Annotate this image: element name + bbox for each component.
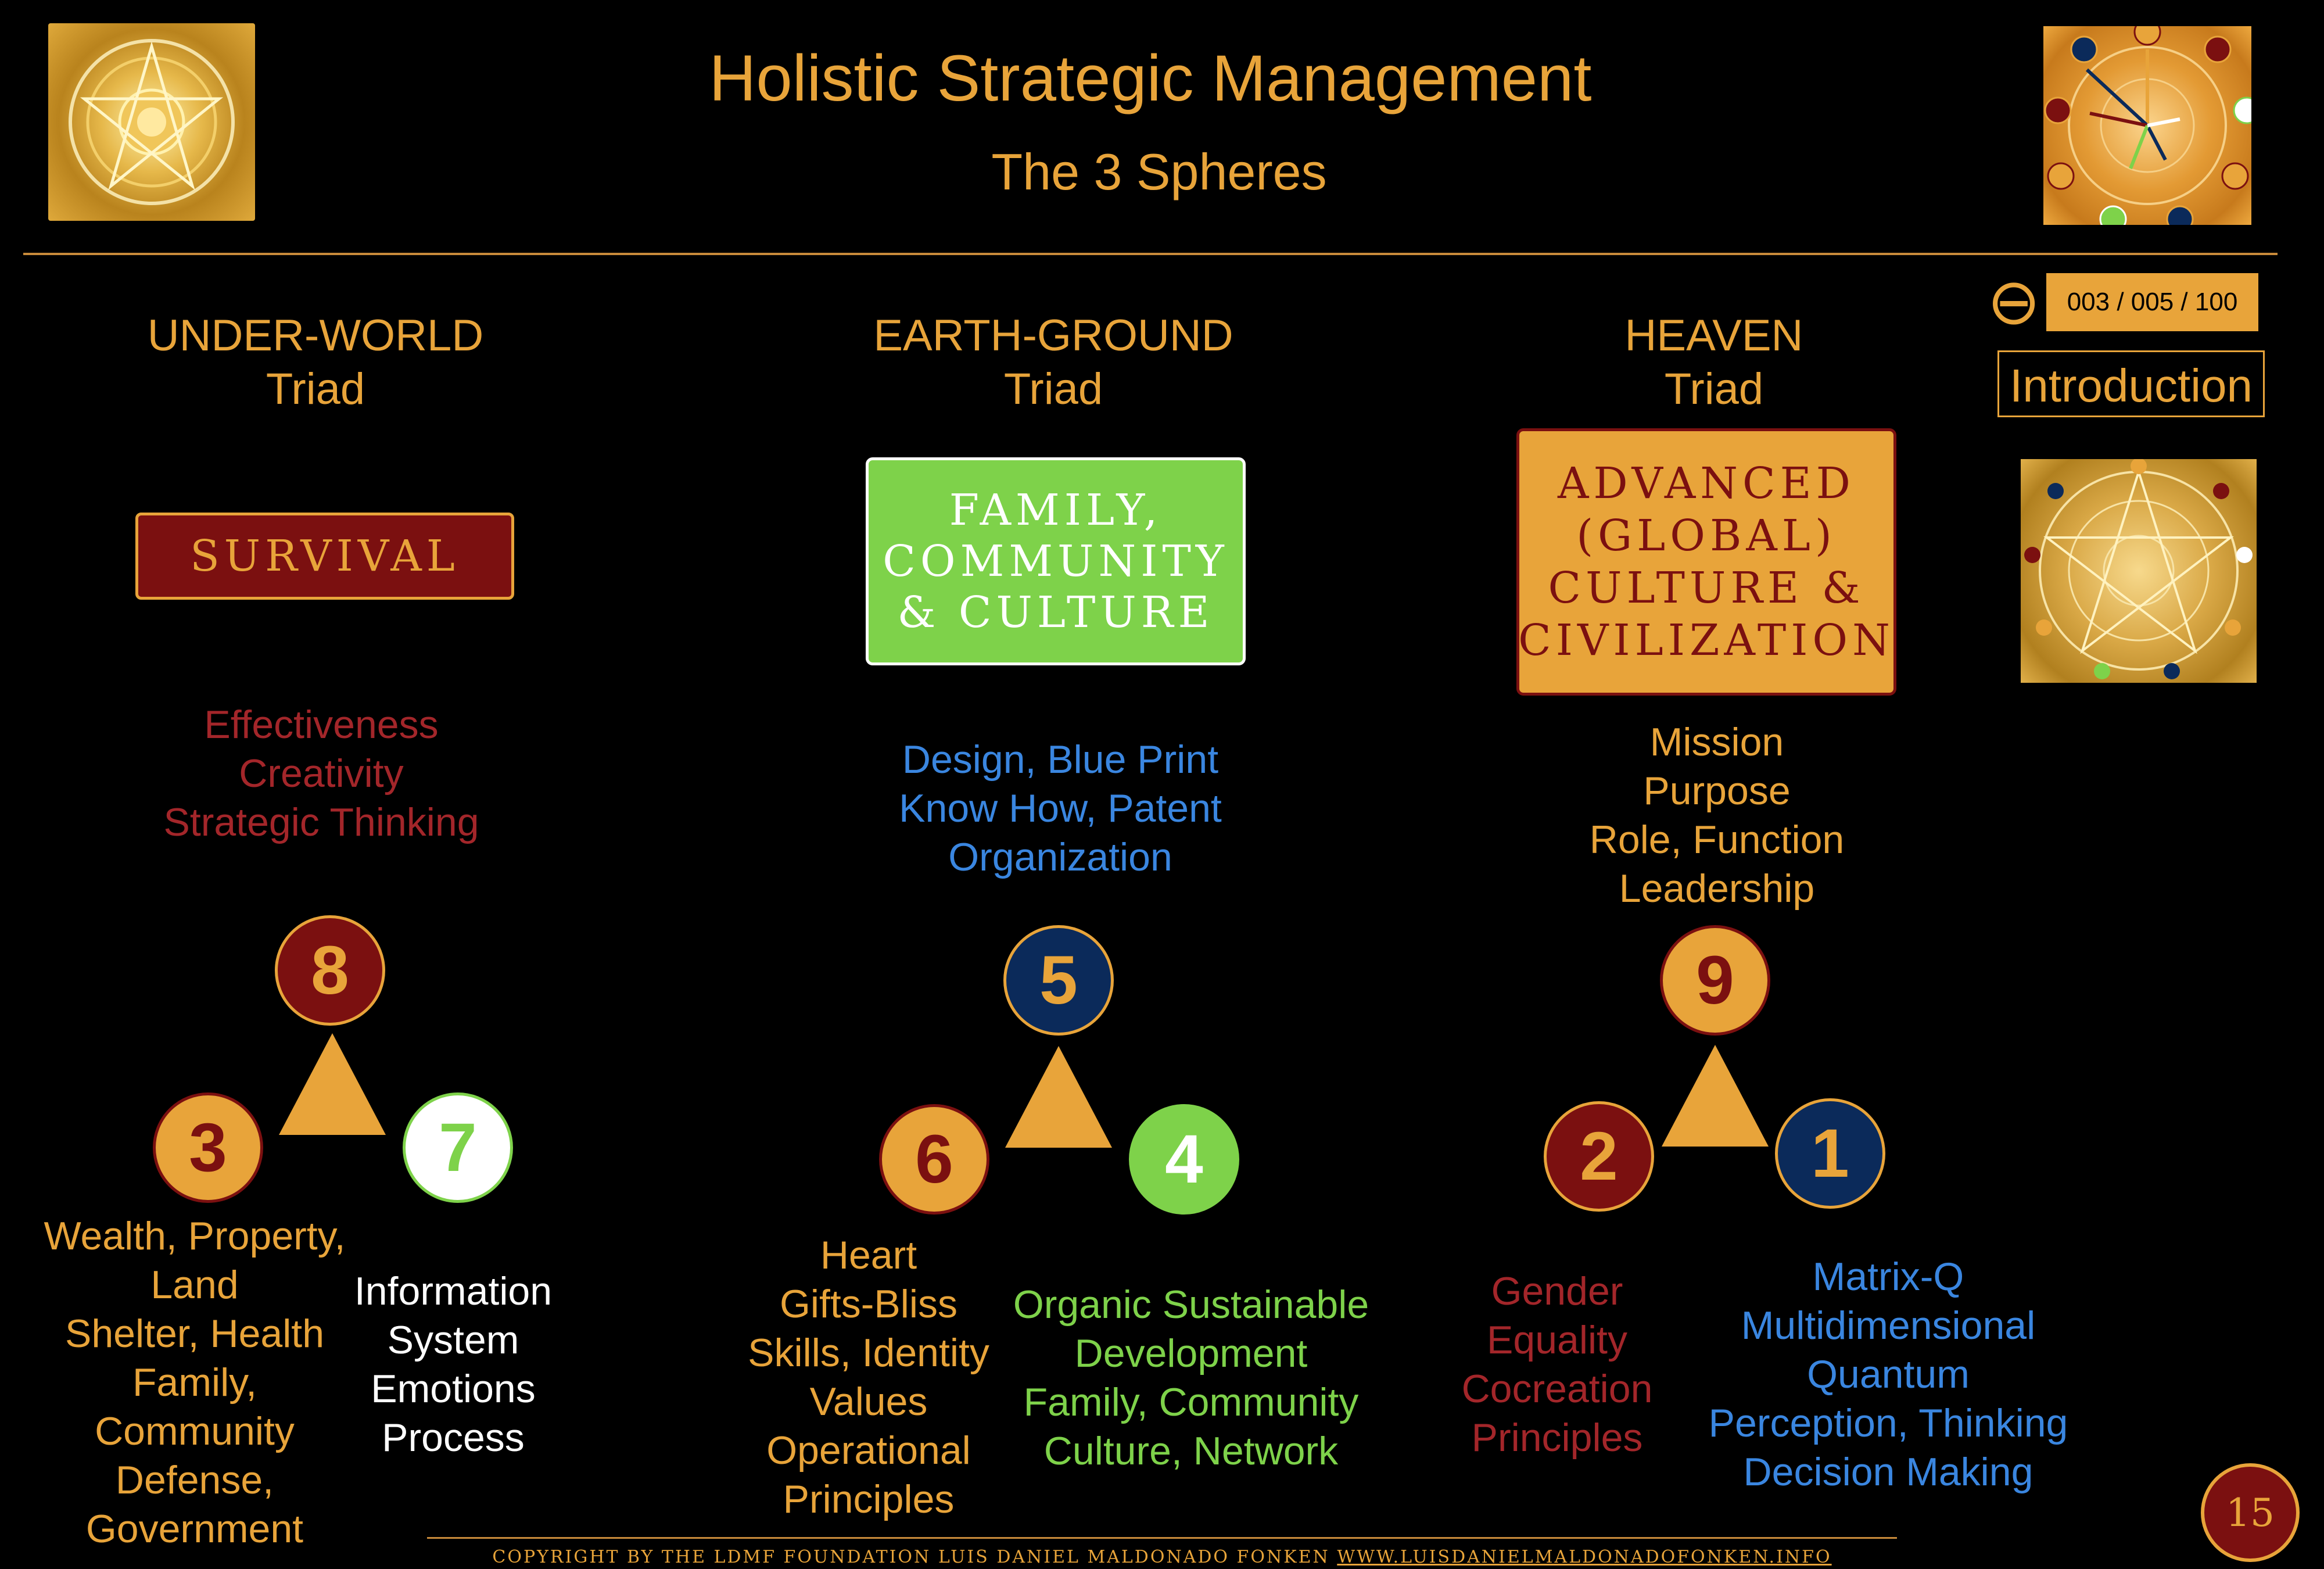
family-community-culture-box: FAMILY, COMMUNITY & CULTURE [866,457,1246,665]
description-line: Principles [783,1477,955,1521]
number-2-description: Gender Equality Cocreation Principles [1441,1267,1673,1462]
heaven-heading: HEAVEN Triad [1511,309,1917,416]
number-5-circle: 5 [1003,925,1114,1036]
website-link[interactable]: WWW.LUISDANIELMALDONADOFONKEN.INFO [1337,1547,1832,1567]
copyright-footer: COPYRIGHT BY THE LDMF FOUNDATION LUIS DA… [0,1547,2324,1567]
description-line: Operational [766,1428,971,1473]
underworld-heading-subtitle: Triad [266,364,365,414]
underworld-heading-title: UNDER-WORLD [147,311,484,360]
footer-divider [427,1537,1897,1539]
description-line: Emotions [371,1367,536,1411]
underworld-heading: UNDER-WORLD Triad [112,309,519,416]
description-line: Gender [1491,1269,1623,1313]
description-line: Cocreation [1461,1367,1653,1411]
number-1-circle: 1 [1775,1098,1885,1209]
earthground-heading: EARTH-GROUND Triad [850,309,1257,416]
theta-symbol-icon[interactable]: ⊖ [1987,264,2041,339]
description-line: Quantum [1807,1352,1970,1396]
copyright-text: COPYRIGHT BY THE LDMF FOUNDATION LUIS DA… [492,1547,1330,1567]
description-line: Shelter, Health [64,1312,325,1356]
page-title: Holistic Strategic Management [709,42,1592,114]
description-line: Principles [1471,1416,1643,1460]
description-line: Culture, Network [1043,1429,1339,1473]
quality-item: Organization [948,835,1172,879]
description-line: Family, Community [1023,1380,1359,1424]
number-6-circle: 6 [879,1104,989,1215]
number-8-circle: 8 [275,915,385,1026]
advanced-global-culture-box: ADVANCED (GLOBAL) CULTURE & CIVILIZATION [1516,428,1896,696]
description-line: Decision Making [1743,1450,2033,1494]
quality-item: Know How, Patent [899,786,1222,830]
box-line: COMMUNITY [883,536,1229,586]
description-line: Process [382,1416,525,1460]
number-4-circle: 4 [1129,1104,1239,1215]
quality-item: Purpose [1643,769,1791,813]
description-line: Defense, [115,1458,274,1502]
heaven-heading-title: HEAVEN [1624,311,1803,360]
triad-triangle-icon [1005,1046,1112,1148]
description-line: System [387,1318,519,1362]
box-line: & CULTURE [897,588,1214,637]
description-line: Perception, Thinking [1708,1401,2068,1445]
description-line: Multidimensional [1741,1303,2036,1348]
description-line: Heart [820,1233,917,1277]
description-line: Community [95,1409,295,1453]
quality-item: Creativity [239,751,404,796]
earthground-qualities: Design, Blue Print Know How, Patent Orga… [828,735,1293,882]
description-line: Organic Sustainable [1013,1283,1369,1327]
description-line: Family, [132,1360,257,1405]
enneagram-logo-icon [48,23,255,221]
triad-triangle-icon [1662,1045,1769,1147]
number-1-description: Matrix-Q Multidimensional Quantum Percep… [1685,1252,2092,1496]
description-line: Development [1074,1331,1308,1375]
number-7-circle: 7 [403,1092,513,1203]
quality-item: Strategic Thinking [163,800,479,844]
quality-item: Effectiveness [204,703,439,747]
page-counter[interactable]: 003 / 005 / 100 [2046,273,2258,331]
earthground-heading-subtitle: Triad [1003,364,1103,414]
number-9-circle: 9 [1660,925,1770,1036]
number-4-description: Organic Sustainable Development Family, … [959,1280,1423,1475]
description-line: Gifts-Bliss [780,1282,957,1326]
quality-item: Leadership [1619,866,1815,911]
triad-triangle-icon [279,1033,386,1135]
box-line: ADVANCED [1557,458,1856,508]
description-line: Equality [1487,1318,1627,1362]
number-3-circle: 3 [153,1092,263,1203]
number-2-circle: 2 [1544,1101,1654,1212]
heaven-heading-subtitle: Triad [1664,364,1764,414]
underworld-qualities: Effectiveness Creativity Strategic Think… [89,700,554,847]
earthground-heading-title: EARTH-GROUND [873,311,1233,360]
header-divider [23,253,2278,255]
box-line: CULTURE & [1548,563,1865,613]
enneagram-star-thumbnail-icon[interactable] [2021,458,2257,683]
description-line: Skills, Identity [748,1331,989,1375]
enneagram-compass-icon[interactable] [2043,18,2261,233]
number-6-description: Heart Gifts-Bliss Skills, Identity Value… [694,1231,1043,1524]
box-line: (GLOBAL) [1576,511,1837,561]
box-line: CIVILIZATION [1518,615,1895,665]
description-line: Government [85,1507,304,1551]
number-7-description: Information System Emotions Process [308,1267,598,1462]
description-line: Information [354,1269,553,1313]
description-line: Matrix-Q [1812,1255,1964,1299]
description-line: Values [809,1380,928,1424]
quality-item: Role, Function [1589,818,1845,862]
heaven-qualities: Mission Purpose Role, Function Leadershi… [1484,718,1949,913]
number-3-description: Wealth, Property, Land Shelter, Health F… [20,1212,369,1553]
box-line: FAMILY, [949,485,1163,535]
quality-item: Design, Blue Print [902,737,1219,782]
introduction-link[interactable]: Introduction [1997,350,2265,417]
page-subtitle: The 3 Spheres [991,143,1327,200]
slide-number-badge: 15 [2201,1463,2300,1562]
description-line: Wealth, Property, [44,1214,346,1258]
survival-box: SURVIVAL [135,513,514,600]
description-line: Land [150,1263,239,1307]
quality-item: Mission [1649,720,1784,764]
